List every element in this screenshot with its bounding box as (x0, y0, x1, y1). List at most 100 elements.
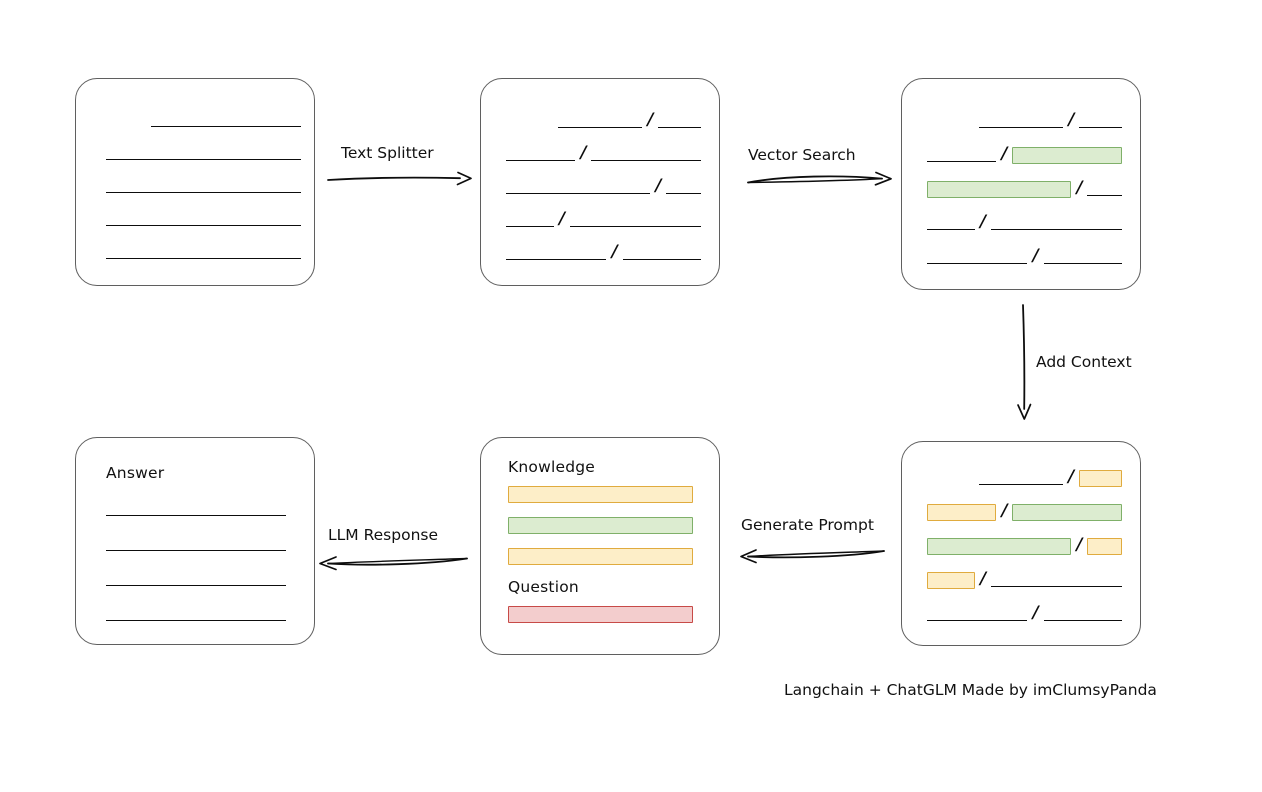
yellow-highlight-chip (1079, 469, 1122, 487)
content-row (508, 485, 693, 503)
chunk-separator-slash: / (580, 142, 587, 163)
edge-label-text-splitter: Text Splitter (341, 144, 434, 162)
edge-label-vector-search: Vector Search (748, 146, 856, 164)
text-line (1079, 127, 1122, 128)
content-row: / (927, 245, 1122, 266)
content-row: / (927, 500, 1122, 521)
content-row (106, 536, 286, 552)
content-row (508, 547, 693, 565)
text-line (106, 258, 301, 259)
node-vector-search-results[interactable]: / / / / / (901, 78, 1141, 290)
text-line (666, 193, 701, 194)
chunk-separator-slash: / (979, 211, 987, 232)
content-row (106, 244, 301, 260)
credit-text: Langchain + ChatGLM Made by imClumsyPand… (784, 681, 1157, 699)
edge-label-add-context: Add Context (1036, 353, 1132, 371)
chunk-separator-slash: / (979, 568, 987, 589)
text-line (927, 263, 1028, 264)
text-line (1043, 263, 1122, 264)
answer-heading: Answer (106, 464, 165, 482)
content-row: / (927, 534, 1122, 555)
text-line (151, 126, 301, 127)
indent-spacer (106, 120, 151, 121)
arrow-generate-prompt (740, 549, 885, 564)
content-row: / (927, 568, 1122, 589)
content-row: / (506, 241, 701, 262)
yellow-highlight-chip (508, 547, 693, 565)
text-line (570, 226, 701, 227)
content-row: / (927, 211, 1122, 232)
green-highlight-chip (927, 180, 1072, 198)
chunk-separator-slash: / (1067, 466, 1075, 487)
knowledge-heading: Knowledge (508, 458, 596, 476)
text-line (106, 585, 286, 586)
edge-label-llm-response: LLM Response (328, 526, 439, 544)
content-row: / (927, 109, 1122, 130)
chunk-separator-slash: / (1068, 109, 1075, 130)
text-line (658, 127, 701, 128)
text-line (927, 229, 975, 230)
text-line (1043, 620, 1122, 621)
content-row (106, 145, 301, 161)
chunk-separator-slash: / (1032, 602, 1039, 623)
node-prompt[interactable]: Knowledge Question (480, 437, 720, 655)
content-row: / (506, 142, 701, 163)
red-highlight-chip (508, 605, 693, 623)
node-answer[interactable]: Answer (75, 437, 315, 645)
content-row (106, 211, 301, 227)
content-row (106, 178, 301, 194)
content-row (508, 605, 693, 623)
text-line (506, 226, 554, 227)
green-highlight-chip (1012, 503, 1122, 521)
content-row: / (927, 466, 1122, 487)
content-row (106, 606, 286, 622)
green-highlight-chip (508, 516, 693, 534)
arrow-vector-search (747, 171, 892, 186)
chunk-separator-slash: / (647, 109, 654, 130)
content-row: / (927, 177, 1122, 198)
chunk-separator-slash: / (1076, 534, 1083, 555)
node-split-chunks[interactable]: / / / / / (480, 78, 720, 286)
text-line (106, 515, 286, 516)
content-row: / (506, 177, 701, 195)
chunk-separator-slash: / (1001, 143, 1008, 164)
text-line (927, 161, 997, 162)
text-line (927, 620, 1028, 621)
yellow-highlight-chip (508, 485, 693, 503)
content-row: / (927, 143, 1122, 164)
chunk-separator-slash: / (1076, 177, 1083, 198)
node-source-document[interactable] (75, 78, 315, 286)
text-line (591, 160, 701, 161)
node-context-added-chunks[interactable]: / / / / / (901, 441, 1141, 646)
indent-spacer (506, 121, 558, 122)
green-highlight-chip (1012, 146, 1122, 164)
arrow-text-splitter (327, 171, 472, 186)
text-line (978, 484, 1063, 485)
chunk-separator-slash: / (558, 208, 566, 229)
text-line (991, 229, 1122, 230)
chunk-separator-slash: / (1001, 500, 1008, 521)
chunk-separator-slash: / (611, 241, 618, 262)
text-line (991, 586, 1122, 587)
text-line (506, 160, 576, 161)
indent-spacer (927, 478, 979, 479)
text-line (106, 192, 301, 193)
text-line (106, 159, 301, 160)
chunk-separator-slash: / (1032, 245, 1039, 266)
yellow-highlight-chip (927, 503, 997, 521)
content-row: / (927, 602, 1122, 623)
content-row (508, 516, 693, 534)
yellow-highlight-chip (1087, 537, 1122, 555)
text-line (106, 225, 301, 226)
green-highlight-chip (927, 537, 1072, 555)
text-line (622, 259, 701, 260)
content-row: / (506, 208, 701, 229)
edge-label-generate-prompt: Generate Prompt (741, 516, 874, 534)
yellow-highlight-chip (927, 571, 975, 589)
arrow-llm-response (319, 556, 468, 571)
content-row: / (506, 109, 701, 130)
text-line (978, 127, 1064, 128)
text-line (506, 259, 607, 260)
text-line (106, 620, 286, 621)
